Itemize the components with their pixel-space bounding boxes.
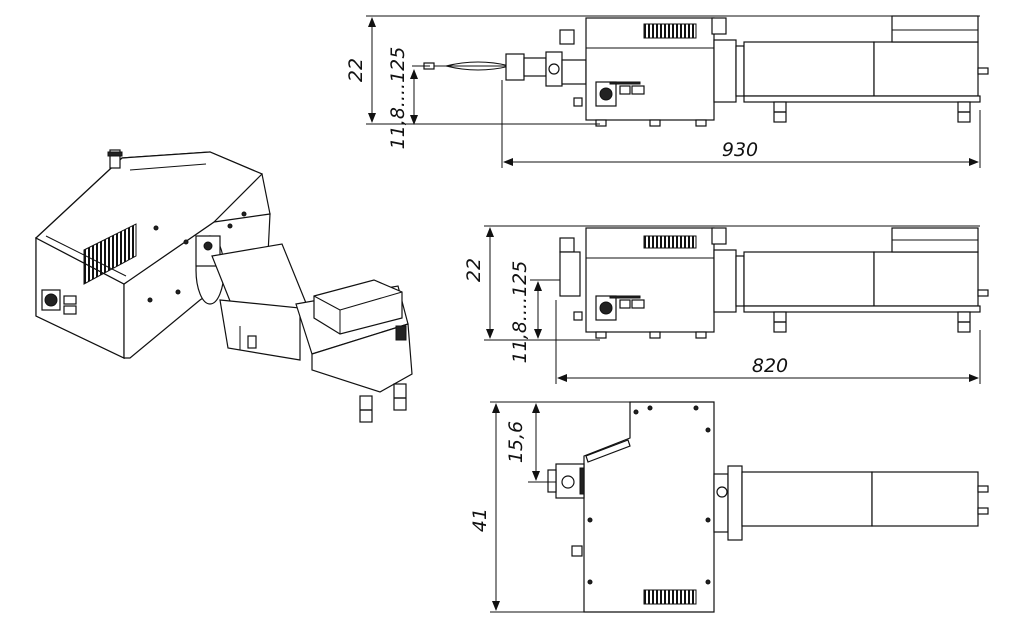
top-range-label: 11,8....125 — [387, 47, 409, 150]
fiber-head — [505, 53, 525, 81]
bottom-offset-label: 15,6 — [505, 421, 527, 463]
foot-right — [393, 383, 407, 411]
middle-height-label: 22 — [463, 258, 485, 282]
vent-top — [643, 23, 697, 39]
middle-length-label: 820 — [752, 355, 788, 377]
top-view — [423, 15, 989, 127]
middle-view-dimensions: 22 11,8....125 820 — [463, 225, 981, 384]
top-knob — [109, 149, 121, 169]
motor-side — [873, 41, 979, 97]
cylinder-side — [743, 41, 875, 97]
top-height-label: 22 — [345, 58, 367, 82]
top-view-dimensions: 22 11,8....125 930 — [345, 15, 981, 168]
bottom-view-dimensions: 15,6 41 — [469, 401, 630, 613]
middle-view — [559, 227, 989, 339]
top-length-label: 930 — [722, 139, 758, 161]
housing-plan — [583, 401, 715, 613]
isometric-view — [34, 149, 413, 423]
vent-grille — [83, 223, 137, 285]
middle-range-label: 11,8....125 — [509, 261, 531, 364]
foot-left — [359, 395, 373, 423]
top-box — [313, 279, 403, 335]
cylinder-plan — [741, 471, 873, 527]
motor-plan — [871, 471, 979, 527]
top-box-side — [891, 15, 979, 43]
bottom-view — [547, 401, 989, 613]
vent-bottom — [643, 589, 697, 605]
bottom-height-label: 41 — [469, 508, 491, 532]
cylinder-body — [219, 299, 301, 361]
